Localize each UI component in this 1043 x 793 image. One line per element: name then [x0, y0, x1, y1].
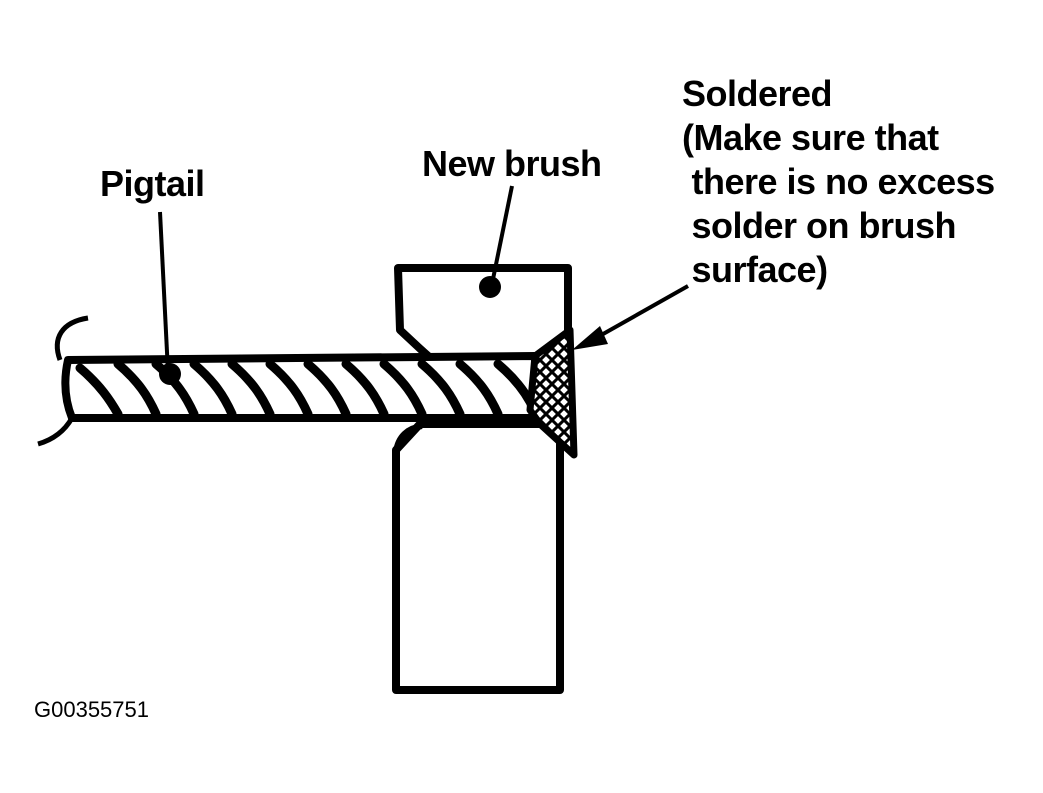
solder-fillet	[526, 326, 578, 459]
soldered-label: Soldered (Make sure that there is no exc…	[682, 72, 995, 292]
pigtail-leader-dot	[159, 363, 181, 385]
brush-lower-chamfer	[393, 423, 423, 453]
brush-lower-body	[392, 420, 564, 694]
pigtail-wire	[37, 315, 539, 447]
new-brush-leader	[490, 185, 514, 285]
soldered-note-line-3: solder on brush	[682, 205, 957, 246]
soldered-title: Soldered	[682, 73, 833, 114]
soldered-leader	[595, 284, 689, 340]
soldered-arrowhead	[572, 326, 608, 350]
new-brush-label: New brush	[422, 143, 602, 184]
figure-id: G00355751	[34, 697, 149, 722]
soldered-note-line-1: (Make sure that	[682, 117, 939, 158]
soldered-note-line-4: surface)	[682, 249, 829, 290]
pigtail-leader	[158, 211, 170, 373]
soldered-note-line-2: there is no excess	[682, 161, 996, 202]
pigtail-label: Pigtail	[100, 163, 205, 204]
new-brush-leader-dot	[479, 276, 501, 298]
